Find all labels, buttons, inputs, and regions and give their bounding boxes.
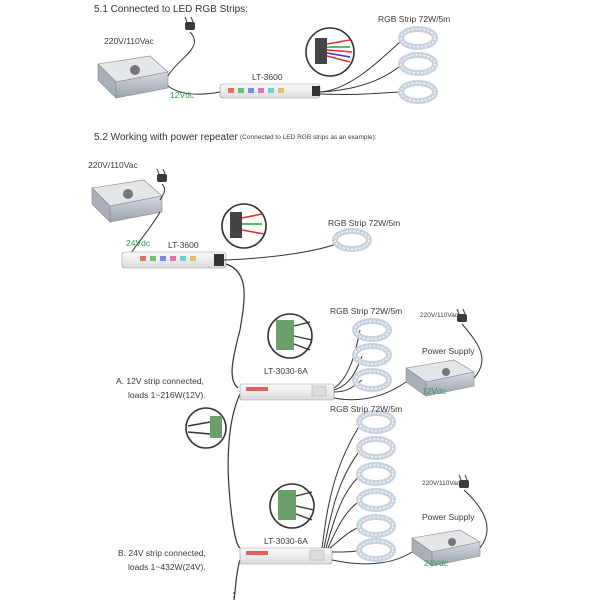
rgb-strip-b2 <box>359 439 393 457</box>
mains-label-a: 220V/110Vac <box>420 312 459 319</box>
mains-plug-icon <box>156 168 168 183</box>
power-supply-a <box>405 359 475 397</box>
mains-label-1: 220V/110Vac <box>104 36 154 46</box>
repeater-a-model: LT-3030-6A <box>264 366 308 376</box>
rgb-strip-a2 <box>355 346 389 364</box>
rgb-strip-1b <box>401 55 435 73</box>
supply-voltage-1: 12Vdc <box>170 90 195 100</box>
mains-label-2: 220V/110Vac <box>88 160 138 170</box>
rgb-strip-1c <box>401 83 435 101</box>
power-supply-b <box>411 529 481 567</box>
strip-label-2: RGB Strip 72W/5m <box>328 218 401 228</box>
repeater-a-terminal-zoom-icon <box>267 313 313 359</box>
terminal-zoom-1-icon <box>305 27 355 77</box>
note-b-line1: B. 24V strip connected, <box>118 548 206 558</box>
strip-label-a: RGB Strip 72W/5m <box>330 306 403 316</box>
section-5-2-note: (Connected to LED RGB strips as an examp… <box>240 134 377 141</box>
mains-plug-icon <box>184 16 196 31</box>
note-a-line1: A. 12V strip connected, <box>116 376 204 386</box>
rgb-strip-b3 <box>359 465 393 483</box>
power-supply-2 <box>91 179 163 223</box>
controller-label-1: LT-3600 <box>252 72 283 82</box>
repeater-b-terminal-zoom-icon <box>269 483 315 529</box>
strip-label-b: RGB Strip 72W/5m <box>330 404 403 414</box>
rgb-strip-b6 <box>359 541 393 559</box>
supply-voltage-b: 24Vdc <box>424 558 449 568</box>
controller-lt3600-1 <box>219 83 321 99</box>
note-a-line2: loads 1~216W(12V). <box>128 390 206 400</box>
mains-plug-icon <box>458 474 470 489</box>
repeater-b-device <box>239 547 333 565</box>
repeater-a-device <box>239 383 335 401</box>
repeater-b-model: LT-3030-6A <box>264 536 308 546</box>
rgb-strip-b4 <box>359 491 393 509</box>
rgb-strip-1a <box>401 29 435 47</box>
rgb-strip-2 <box>335 231 369 249</box>
section-5-2-heading: 5.2 Working with power repeater <box>94 132 238 143</box>
controller-lt3600-2 <box>121 251 227 269</box>
mains-plug-icon <box>456 308 468 323</box>
rgb-strip-a3 <box>355 371 389 389</box>
repeater-a-input-zoom-icon <box>185 407 227 449</box>
controller-label-2: LT-3600 <box>168 240 199 250</box>
supply-voltage-a: 12Vdc <box>422 386 447 396</box>
strip-label-1: RGB Strip 72W/5m <box>378 14 451 24</box>
section-5-1-heading: 5.1 Connected to LED RGB Strips: <box>94 4 248 15</box>
rgb-strip-b1 <box>359 413 393 431</box>
note-b-line2: loads 1~432W(24V). <box>128 562 206 572</box>
supply-label-a: Power Supply <box>422 346 475 356</box>
terminal-zoom-2-icon <box>221 203 267 249</box>
power-supply-1 <box>97 55 169 99</box>
supply-voltage-2: 24Vdc <box>126 238 151 248</box>
supply-label-b: Power Supply <box>422 512 475 522</box>
rgb-strip-a1 <box>355 321 389 339</box>
rgb-strip-b5 <box>359 517 393 535</box>
mains-label-b: 220V/110Vac <box>422 480 461 487</box>
